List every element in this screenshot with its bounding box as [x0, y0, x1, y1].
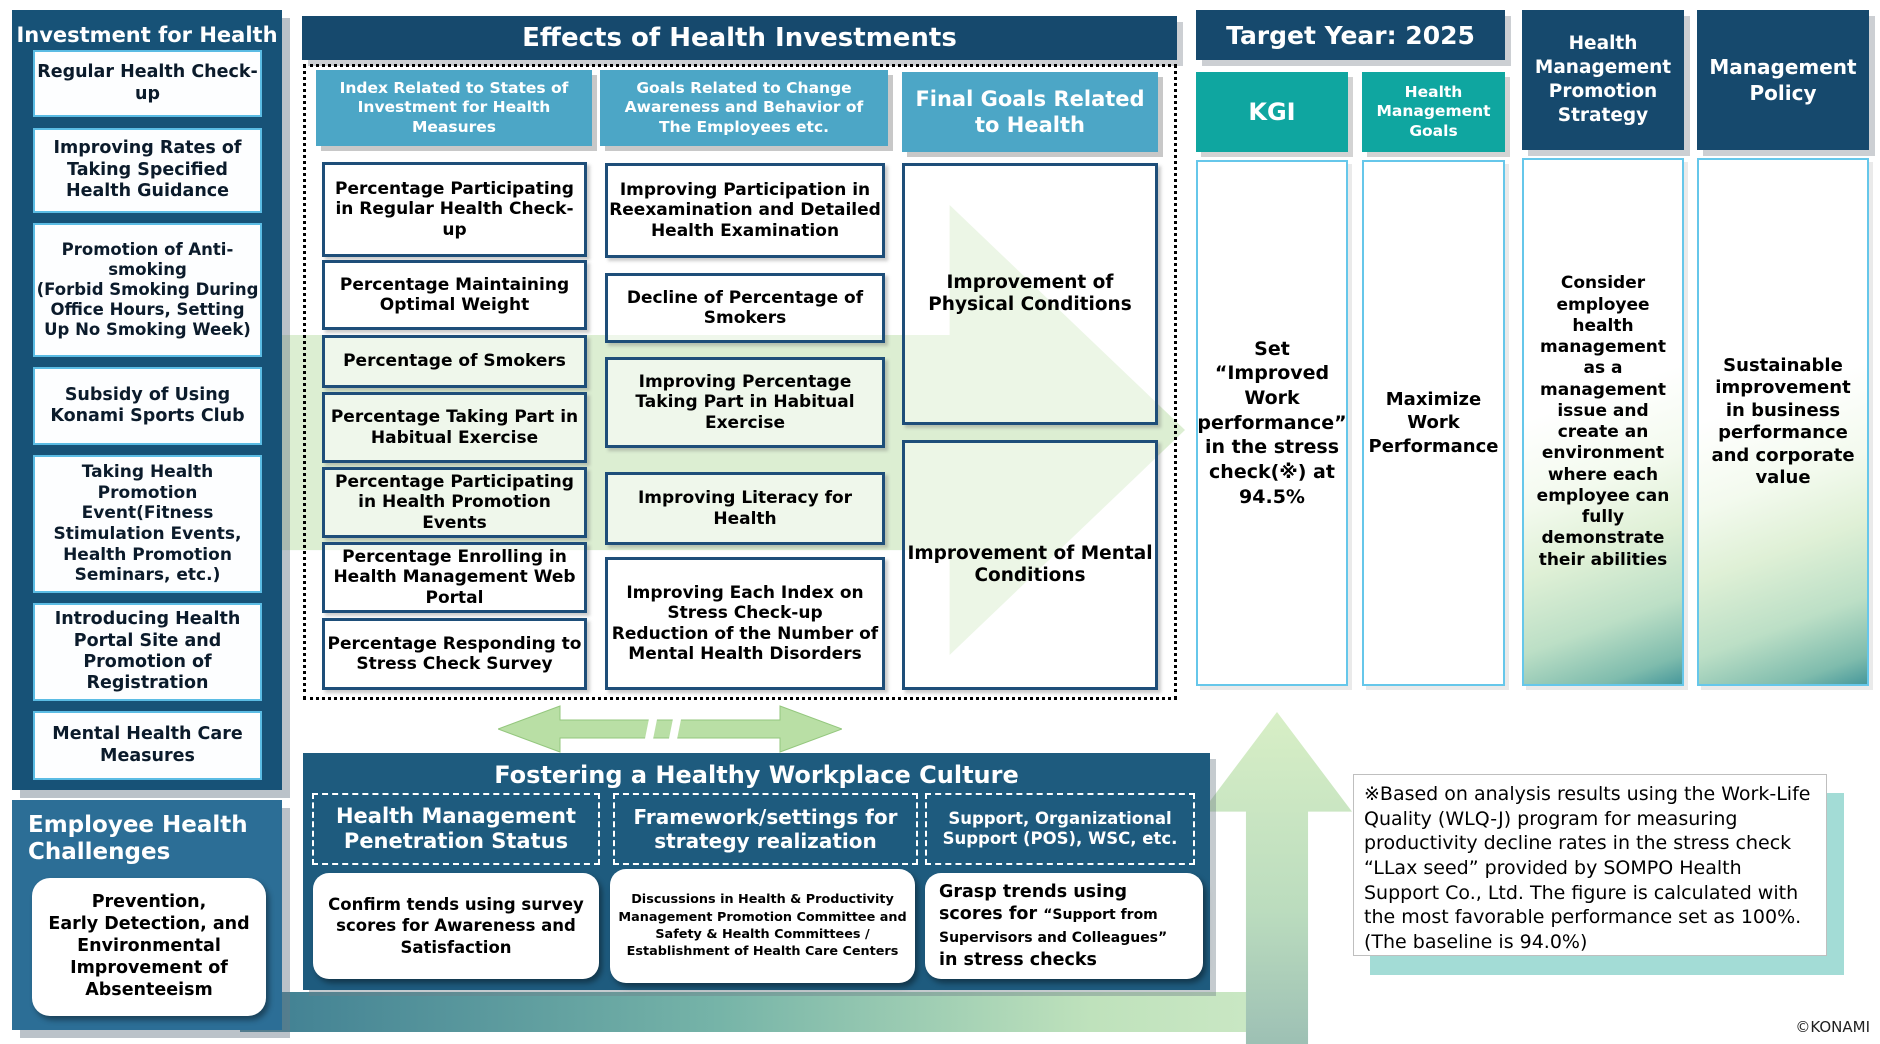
kgi-header: KGI	[1196, 72, 1348, 152]
strategy-body: Consider employee health management as a…	[1522, 158, 1684, 686]
effects-col1-item: Percentage Taking Part in Habitual Exerc…	[322, 392, 587, 463]
culture-group3-quote: “Support from Supervisors and Colleagues…	[939, 907, 1168, 946]
effects-col1-item: Percentage Maintaining Optimal Weight	[322, 260, 587, 330]
challenges-panel: Employee Health Challenges Prevention, E…	[12, 800, 282, 1030]
effects-col2-item: Decline of Percentage of Smokers	[605, 273, 885, 343]
culture-group3-body: Grasp trends using scores for “Support f…	[925, 873, 1203, 979]
culture-group1-header: Health Management Penetration Status	[312, 793, 600, 865]
effects-col1-header: Index Related to States of Investment fo…	[316, 70, 592, 146]
culture-group2-body: Discussions in Health & Productivity Man…	[610, 869, 915, 983]
hmg-header: Health Management Goals	[1362, 72, 1505, 152]
effects-col1-item: Percentage Participating in Regular Heal…	[322, 162, 587, 257]
target-year-title: Target Year: 2025	[1196, 10, 1505, 60]
investment-item: Promotion of Anti-smoking (Forbid Smokin…	[33, 223, 262, 357]
culture-group3-header: Support, Organizational Support (POS), W…	[925, 793, 1195, 865]
effects-col1-item: Percentage Responding to Stress Check Su…	[322, 618, 587, 690]
effects-col2-header: Goals Related to Change Awareness and Be…	[600, 70, 888, 146]
hmg-body: Maximize Work Performance	[1362, 160, 1505, 686]
culture-group2-header: Framework/settings for strategy realizat…	[613, 793, 918, 865]
policy-body: Sustainable improvement in business perf…	[1697, 158, 1869, 686]
culture-title: Fostering a Healthy Workplace Culture	[494, 761, 1019, 789]
effects-col1-item: Percentage Enrolling in Health Managemen…	[322, 542, 587, 613]
effects-col2-item: Improving Each Index on Stress Check-up …	[605, 557, 885, 690]
investment-item: Regular Health Check-up	[33, 50, 262, 117]
policy-header: Management Policy	[1697, 10, 1869, 150]
effects-col2-item: Improving Literacy for Health	[605, 472, 885, 545]
investment-item: Mental Health Care Measures	[33, 711, 262, 780]
effects-col3-item: Improvement of Physical Conditions	[902, 163, 1158, 425]
effects-col3-header: Final Goals Related to Health	[902, 72, 1158, 152]
challenges-body: Prevention, Early Detection, and Environ…	[32, 878, 266, 1016]
effects-col2-item: Improving Participation in Reexamination…	[605, 163, 885, 258]
flow-bottom-band	[240, 992, 1305, 1032]
effects-col1-item: Percentage Participating in Health Promo…	[322, 467, 587, 538]
copyright: ©KONAMI	[1795, 1018, 1870, 1036]
effects-col1-item: Percentage of Smokers	[322, 335, 587, 388]
effects-col2-item: Improving Percentage Taking Part in Habi…	[605, 357, 885, 448]
double-arrow-icon	[498, 704, 842, 754]
investment-item: Taking Health Promotion Event(Fitness St…	[33, 455, 262, 593]
strategy-header: Health Management Promotion Strategy	[1522, 10, 1684, 150]
culture-group3-tail: in stress checks	[939, 949, 1097, 970]
culture-group1-body: Confirm tends using survey scores for Aw…	[313, 873, 599, 979]
effects-title: Effects of Health Investments	[302, 16, 1177, 60]
investment-item: Improving Rates of Taking Specified Heal…	[33, 128, 262, 213]
culture-panel: Fostering a Healthy Workplace Culture He…	[303, 753, 1210, 990]
culture-group3-lead: Grasp trends using scores for	[939, 881, 1128, 925]
footnote: ※Based on analysis results using the Wor…	[1353, 774, 1827, 956]
effects-col3-item: Improvement of Mental Conditions	[902, 440, 1158, 690]
kgi-body: Set “Improved Work performance” in the s…	[1196, 160, 1348, 686]
challenges-title: Employee Health Challenges	[28, 812, 248, 866]
investment-item: Subsidy of Using Konami Sports Club	[33, 367, 262, 445]
investment-item: Introducing Health Portal Site and Promo…	[33, 603, 262, 701]
investment-panel-title: Investment for Health	[16, 23, 278, 47]
investment-panel: Investment for Health Regular Health Che…	[12, 10, 282, 790]
